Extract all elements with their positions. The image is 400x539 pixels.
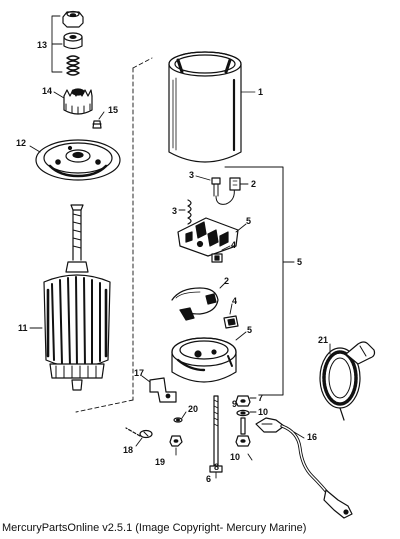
callout-17: 17	[134, 368, 144, 378]
part-drive-gear	[53, 88, 93, 115]
starter-motor-exploded-view: 1 2 2 3 3 4 4 5 5 5 6 7 8 9 10 10 11 12 …	[16, 10, 376, 519]
part-washer-20	[173, 411, 187, 423]
parts-diagram: 1 2 2 3 3 4 4 5 5 5 6 7 8 9 10 10 11 12 …	[16, 10, 376, 519]
callout-4-upper: 4	[231, 240, 236, 250]
part-plug	[92, 111, 105, 129]
part-insulator-upper	[211, 245, 231, 263]
part-insulator-lower	[223, 303, 239, 329]
copyright-footer: MercuryPartsOnline v2.5.1 (Image Copyrig…	[2, 522, 307, 534]
part-mounting-bracket	[141, 375, 177, 403]
part-field-housing	[168, 51, 256, 163]
callout-15: 15	[108, 105, 118, 115]
part-coil-assembly	[319, 341, 376, 421]
callout-16: 16	[307, 432, 317, 442]
callout-10-lower: 10	[230, 452, 240, 462]
part-brush-lead-upper	[195, 175, 249, 205]
callout-3-upper: 3	[189, 170, 194, 180]
part-armature	[29, 204, 111, 391]
callout-8: 8	[214, 462, 219, 472]
part-nut-washer-spring	[51, 10, 84, 76]
callout-21: 21	[318, 335, 328, 345]
part-brush-spring	[178, 199, 192, 225]
assembly-guide-lines	[75, 57, 153, 413]
callout-5-bracket: 5	[297, 257, 302, 267]
callout-12: 12	[16, 138, 26, 148]
callout-14: 14	[42, 86, 52, 96]
callout-13: 13	[37, 40, 47, 50]
part-through-bolt	[209, 395, 223, 479]
part-drive-end-cap	[29, 139, 121, 181]
part-commutator-end-cap	[171, 331, 247, 383]
callout-4-lower: 4	[232, 296, 237, 306]
callout-1: 1	[258, 87, 263, 97]
callout-20: 20	[188, 404, 198, 414]
callout-labels: 1 2 2 3 3 4 4 5 5 5 6 7 8 9 10 10 11 12 …	[16, 40, 328, 484]
assembly-bracket	[224, 166, 295, 396]
callout-5-upper: 5	[246, 216, 251, 226]
part-screw-18	[125, 427, 153, 447]
callout-6: 6	[206, 474, 211, 484]
callout-9: 9	[232, 399, 237, 409]
part-cable-assembly	[255, 417, 353, 519]
callout-7: 7	[258, 393, 263, 403]
callout-10-upper: 10	[258, 407, 268, 417]
callout-5-lower: 5	[247, 325, 252, 335]
callout-2-upper: 2	[251, 179, 256, 189]
part-brush-spring-ring	[171, 281, 227, 321]
part-nut-washer-stack	[235, 395, 257, 461]
part-nut-19	[169, 435, 183, 456]
callout-3-lower: 3	[172, 206, 177, 216]
part-brush-holder-upper	[177, 217, 247, 257]
callout-18: 18	[123, 445, 133, 455]
callout-2-lower: 2	[224, 276, 229, 286]
callout-11: 11	[18, 323, 28, 333]
callout-19: 19	[155, 457, 165, 467]
